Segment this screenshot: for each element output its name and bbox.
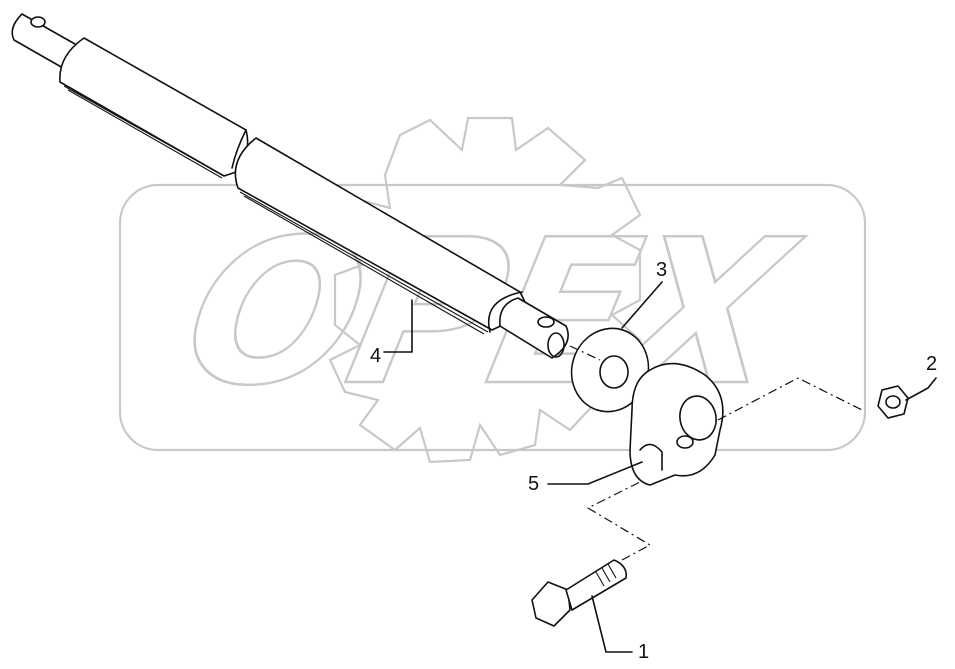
shaft (11, 13, 569, 359)
leader-2 (905, 377, 937, 401)
clamp-bore (679, 395, 717, 441)
shaft-left-tube (59, 37, 249, 177)
clamp-body (629, 362, 724, 486)
assembly-line-bolt (586, 481, 652, 561)
leader-5 (547, 461, 643, 485)
watermark-gear (328, 116, 642, 464)
washer-hole (599, 355, 629, 389)
clamp (629, 362, 724, 486)
shaft-right-pin (499, 297, 569, 359)
watermark-box (118, 183, 867, 452)
callout-5: 5 (528, 473, 539, 495)
leader-1 (591, 595, 633, 653)
bolt-shank (565, 559, 628, 611)
shaft-right-hole (537, 316, 555, 328)
assembly-line-washer (569, 345, 601, 361)
callout-3: 3 (656, 259, 667, 281)
callout-1: 1 (638, 641, 649, 663)
leader-3 (621, 281, 663, 329)
shaft-left-hole (30, 16, 46, 28)
assembly-line-nut (717, 377, 863, 421)
nut (877, 385, 909, 419)
nut-hex (877, 385, 909, 419)
callout-4: 4 (370, 345, 381, 367)
leader-4 (383, 299, 413, 353)
bolt (531, 559, 628, 627)
bolt-head (531, 581, 571, 627)
callout-2: 2 (926, 353, 937, 375)
